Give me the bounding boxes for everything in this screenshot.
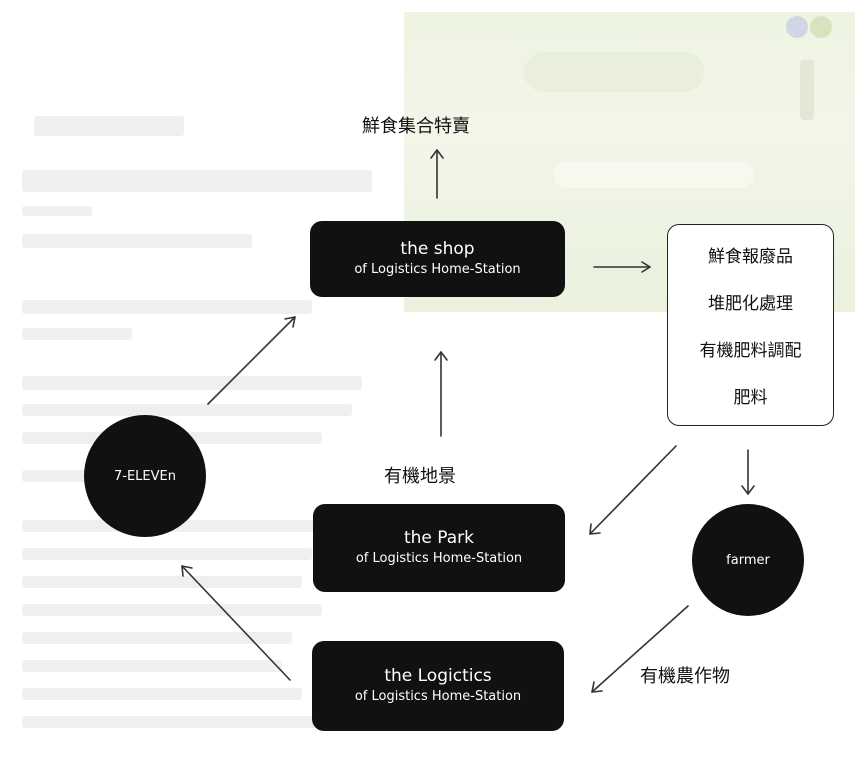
arrow-landscape-to-shop	[434, 351, 448, 437]
background-text-block	[22, 376, 362, 390]
background-haze	[554, 162, 754, 188]
node-shop-title: the shop	[400, 239, 475, 259]
node-logistics-title: the Logictics	[384, 666, 492, 686]
background-text-block	[22, 170, 372, 192]
background-text-block	[22, 300, 312, 314]
node-logistics: the Logictics of Logistics Home-Station	[312, 641, 564, 731]
background-dot	[810, 16, 832, 38]
process-item-fertilizer: 肥料	[733, 388, 768, 408]
background-text-block	[22, 234, 252, 248]
background-text-block	[34, 116, 184, 136]
arrow-seven-to-shop	[207, 316, 296, 405]
node-shop-subtitle: of Logistics Home-Station	[354, 262, 521, 277]
arrow-shop-to-sale	[430, 149, 444, 199]
background-page-dots	[786, 16, 834, 42]
node-seven-eleven: 7-ELEVEn	[84, 415, 206, 537]
arrow-farmer-to-logistics	[591, 605, 689, 693]
background-text-block	[22, 404, 352, 416]
background-dot	[786, 16, 808, 38]
process-item-food-waste: 鮮食報廢品	[708, 247, 793, 267]
background-text-block	[22, 548, 312, 560]
node-park-title: the Park	[403, 528, 475, 548]
label-organic-landscape: 有機地景	[384, 466, 456, 487]
label-fresh-food-sale: 鮮食集合特賣	[362, 116, 470, 137]
background-text-block	[22, 660, 282, 672]
background-text-block	[22, 206, 92, 216]
background-haze	[524, 52, 704, 92]
node-farmer: farmer	[692, 504, 804, 616]
node-logistics-subtitle: of Logistics Home-Station	[354, 689, 522, 704]
process-box: 鮮食報廢品 堆肥化處理 有機肥料調配 肥料	[667, 224, 834, 426]
arrow-process-to-farmer	[741, 449, 755, 495]
background-text-block	[22, 716, 322, 728]
node-park-subtitle: of Logistics Home-Station	[355, 551, 523, 566]
node-shop: the shop of Logistics Home-Station	[310, 221, 565, 297]
process-item-composting: 堆肥化處理	[708, 294, 793, 314]
background-text-block	[22, 328, 132, 340]
background-text-block	[22, 688, 302, 700]
process-item-fertilizer-blend: 有機肥料調配	[699, 341, 802, 361]
background-bar	[800, 60, 814, 120]
arrow-logistics-to-seven	[181, 565, 291, 681]
background-text-block	[22, 576, 302, 588]
label-organic-crops: 有機農作物	[640, 666, 730, 687]
arrow-process-to-park	[589, 445, 677, 535]
node-park: the Park of Logistics Home-Station	[313, 504, 565, 592]
background-text-block	[22, 632, 292, 644]
arrow-shop-to-process	[593, 261, 651, 273]
background-text-block	[22, 604, 322, 616]
